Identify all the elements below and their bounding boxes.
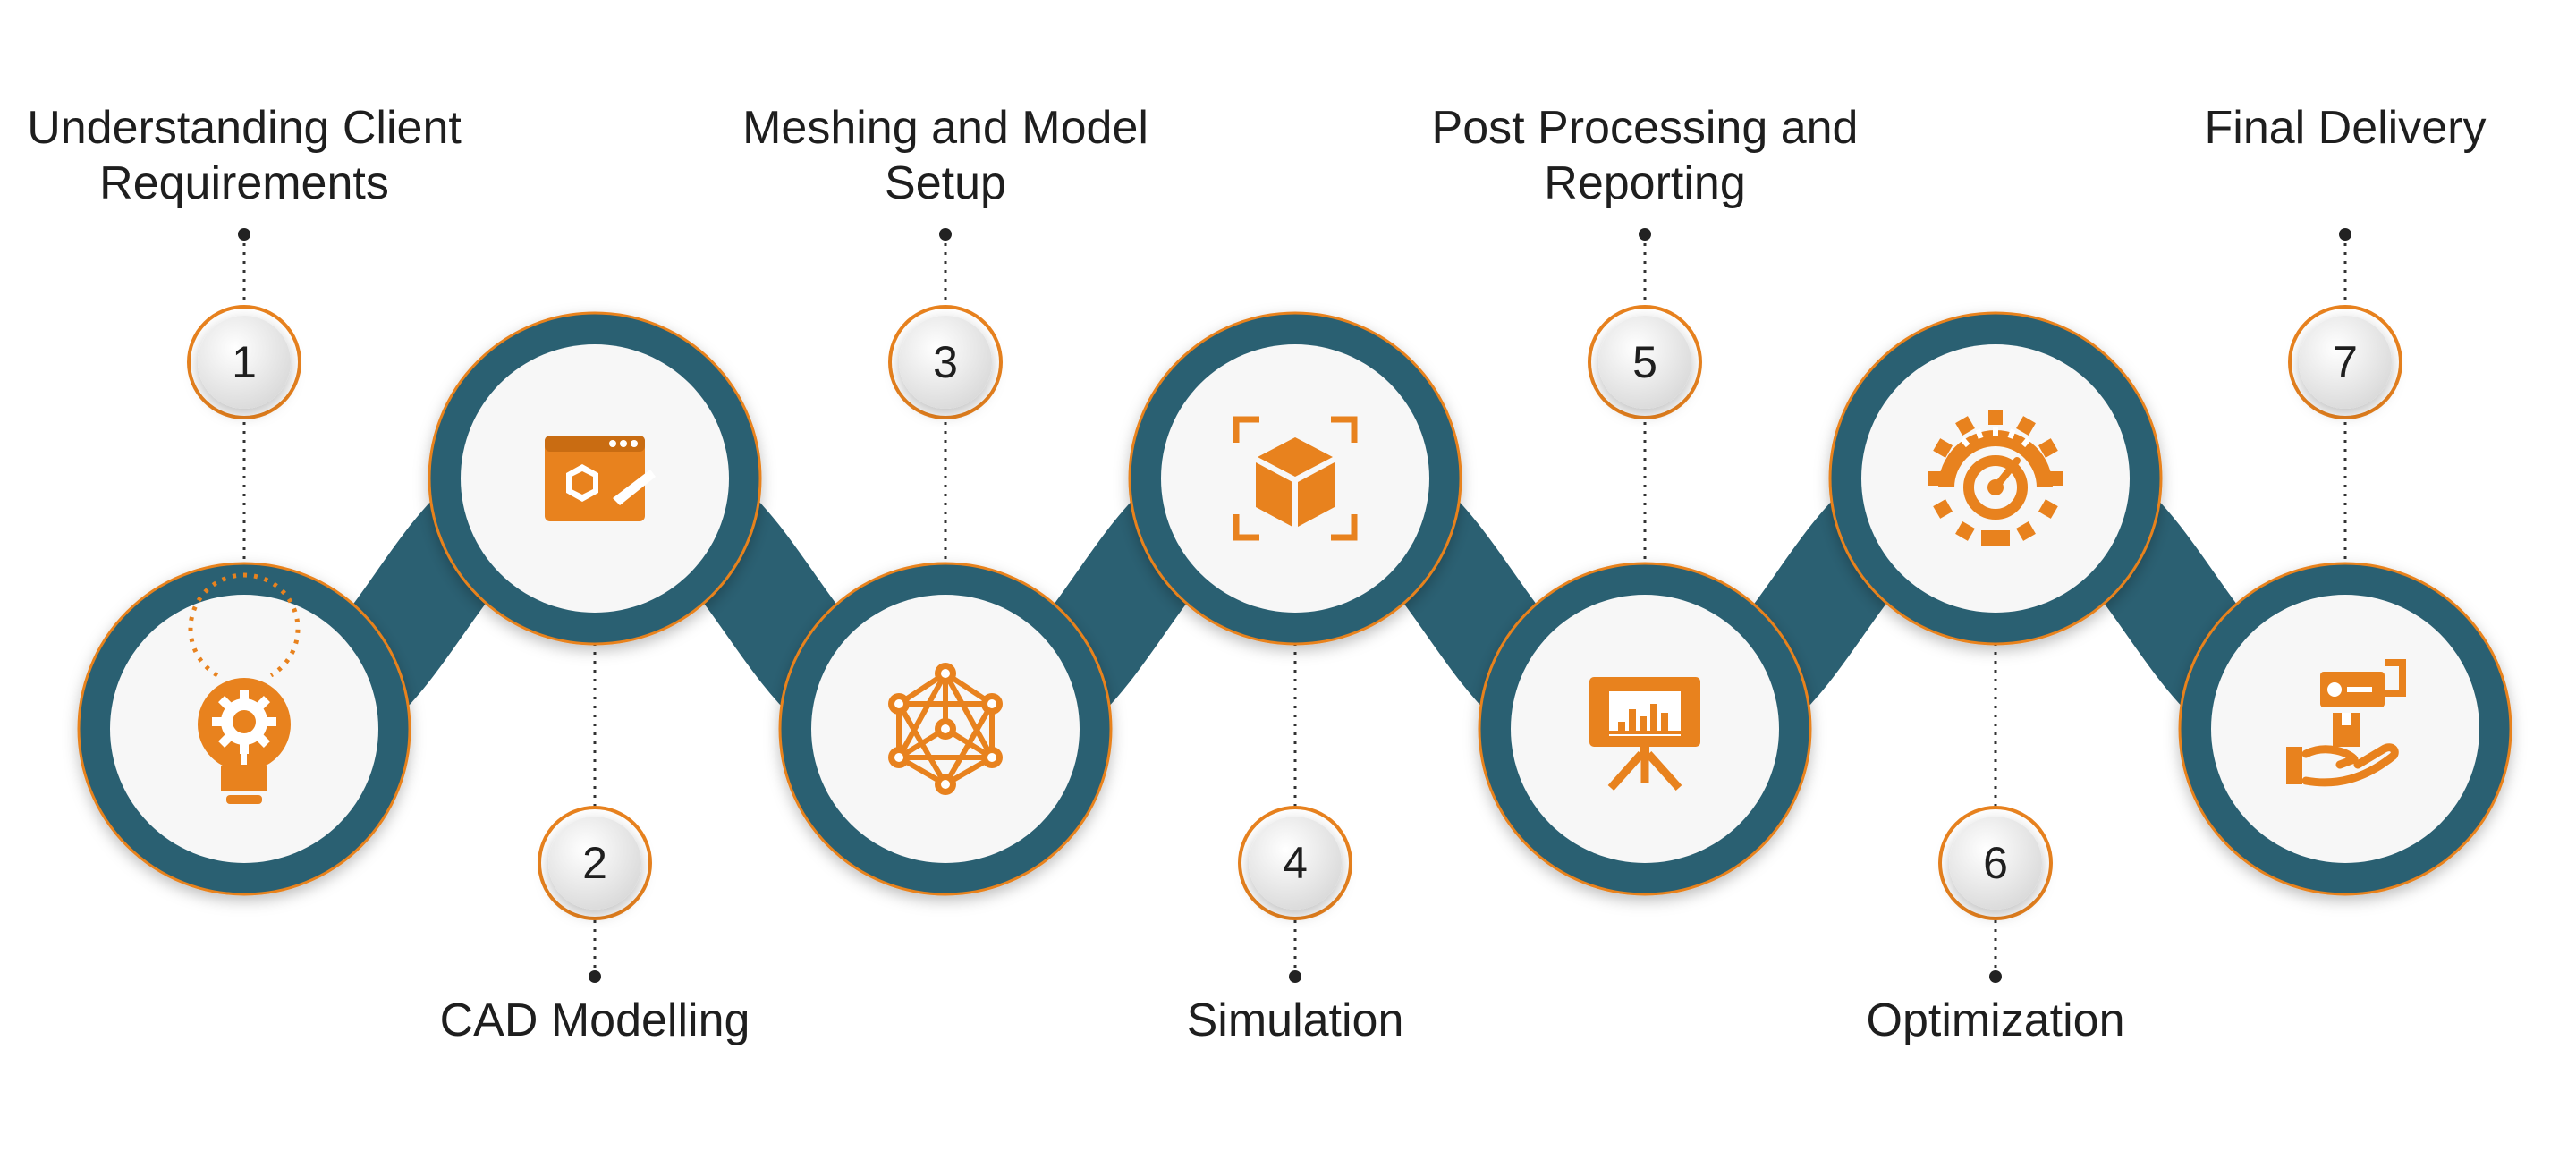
presentation-chart-icon bbox=[1589, 677, 1700, 791]
step-number: 1 bbox=[232, 337, 257, 387]
step-title-line: Meshing and Model bbox=[742, 102, 1148, 154]
step-number: 4 bbox=[1283, 838, 1308, 888]
step-title-line: Post Processing and bbox=[1431, 102, 1859, 154]
step-title-line: Understanding Client bbox=[27, 102, 462, 154]
leader-dot bbox=[939, 228, 952, 241]
step-number-badge-face bbox=[2299, 316, 2392, 409]
step-badges: 1 2 3 4 5 6 7 bbox=[187, 305, 2402, 920]
leader-lines bbox=[238, 228, 2351, 983]
step-number-badge: 1 bbox=[187, 305, 301, 419]
step-number-badge: 3 bbox=[888, 305, 1003, 419]
step-number-badge-face bbox=[548, 817, 641, 910]
step-number-badge-face bbox=[1249, 817, 1342, 910]
step-title: CAD Modelling bbox=[273, 993, 917, 1048]
step-node-center bbox=[1161, 344, 1429, 613]
hand-delivery-icon bbox=[2286, 659, 2406, 787]
leader-dot bbox=[589, 970, 601, 983]
mesh-network-icon bbox=[888, 663, 1003, 795]
step-number: 6 bbox=[1983, 838, 2008, 888]
step-title-line: Setup bbox=[885, 157, 1006, 209]
leader-dot bbox=[2339, 228, 2351, 241]
step-title-line: Optimization bbox=[1866, 994, 2125, 1046]
leader-dot bbox=[238, 228, 250, 241]
lightbulb-gear-icon bbox=[188, 572, 301, 804]
gauge-gear-icon bbox=[1928, 410, 2063, 546]
step-number: 5 bbox=[1632, 337, 1657, 387]
step-node-center bbox=[1861, 344, 2130, 613]
step-number: 3 bbox=[933, 337, 958, 387]
leader-dot bbox=[1639, 228, 1651, 241]
step-title-line: CAD Modelling bbox=[439, 994, 750, 1046]
step-number: 7 bbox=[2333, 337, 2358, 387]
leader-dot bbox=[1289, 970, 1301, 983]
step-title: Final Delivery bbox=[2023, 100, 2576, 156]
step-number: 2 bbox=[582, 838, 607, 888]
step-number-badge-face bbox=[899, 316, 992, 409]
step-title-line: Reporting bbox=[1544, 157, 1746, 209]
step-title: Simulation bbox=[973, 993, 1617, 1048]
step-nodes bbox=[77, 311, 2512, 896]
step-number-badge: 5 bbox=[1588, 305, 1702, 419]
step-number-badge-face bbox=[1598, 316, 1691, 409]
cube-focus-icon bbox=[1233, 416, 1358, 541]
cad-window-icon bbox=[545, 436, 656, 521]
step-number-badge: 4 bbox=[1238, 806, 1352, 920]
step-number-badge-face bbox=[198, 316, 291, 409]
step-title-line: Simulation bbox=[1186, 994, 1404, 1046]
leader-dot bbox=[1989, 970, 2002, 983]
step-title: Optimization bbox=[1674, 993, 2318, 1048]
step-title-line: Final Delivery bbox=[2204, 102, 2487, 154]
step-number-badge: 6 bbox=[1938, 806, 2053, 920]
step-number-badge-face bbox=[1949, 817, 2042, 910]
step-title-line: Requirements bbox=[99, 157, 389, 209]
step-number-badge: 7 bbox=[2288, 305, 2402, 419]
step-number-badge: 2 bbox=[538, 806, 652, 920]
